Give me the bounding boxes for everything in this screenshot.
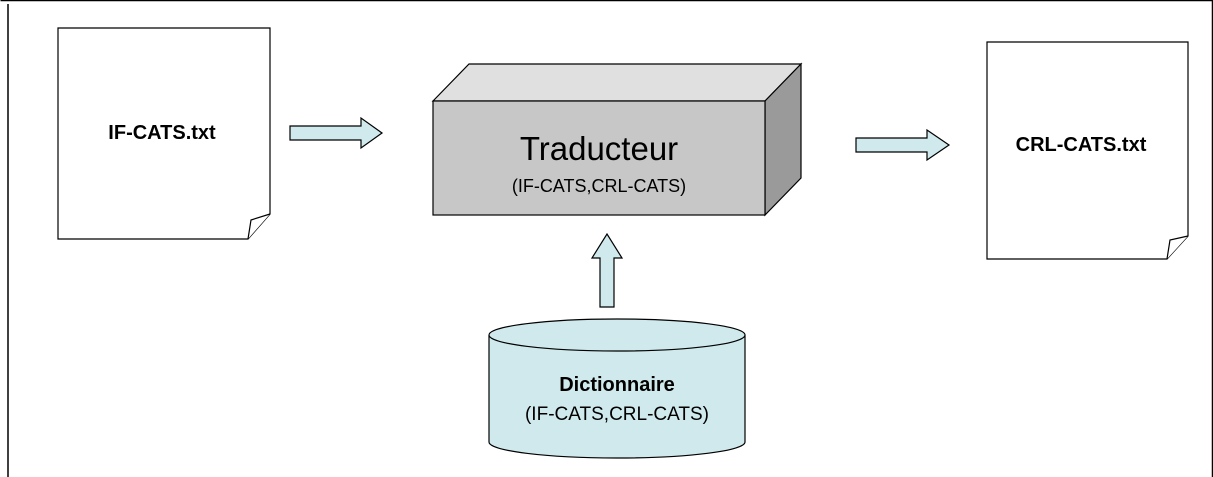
arrow-input-to-translator [289,116,384,150]
translator-subtitle: (IF-CATS,CRL-CATS) [512,176,686,196]
input-document: IF-CATS.txt [57,27,271,240]
output-document: CRL-CATS.txt [986,41,1189,260]
dictionary-cylinder: Dictionnaire (IF-CATS,CRL-CATS) [488,318,746,459]
dictionary-title: Dictionnaire [559,374,675,396]
arrow-translator-to-output [855,128,951,162]
translator-box-top [431,63,803,102]
arrow-dictionary-to-translator [590,232,624,308]
input-document-label: IF-CATS.txt [108,122,216,144]
translator-box: Traducteur (IF-CATS,CRL-CATS) [431,62,803,217]
translator-title: Traducteur [520,130,678,167]
dictionary-subtitle: (IF-CATS,CRL-CATS) [525,404,709,425]
translator-box-front [432,100,766,216]
output-document-label: CRL-CATS.txt [1016,134,1147,156]
